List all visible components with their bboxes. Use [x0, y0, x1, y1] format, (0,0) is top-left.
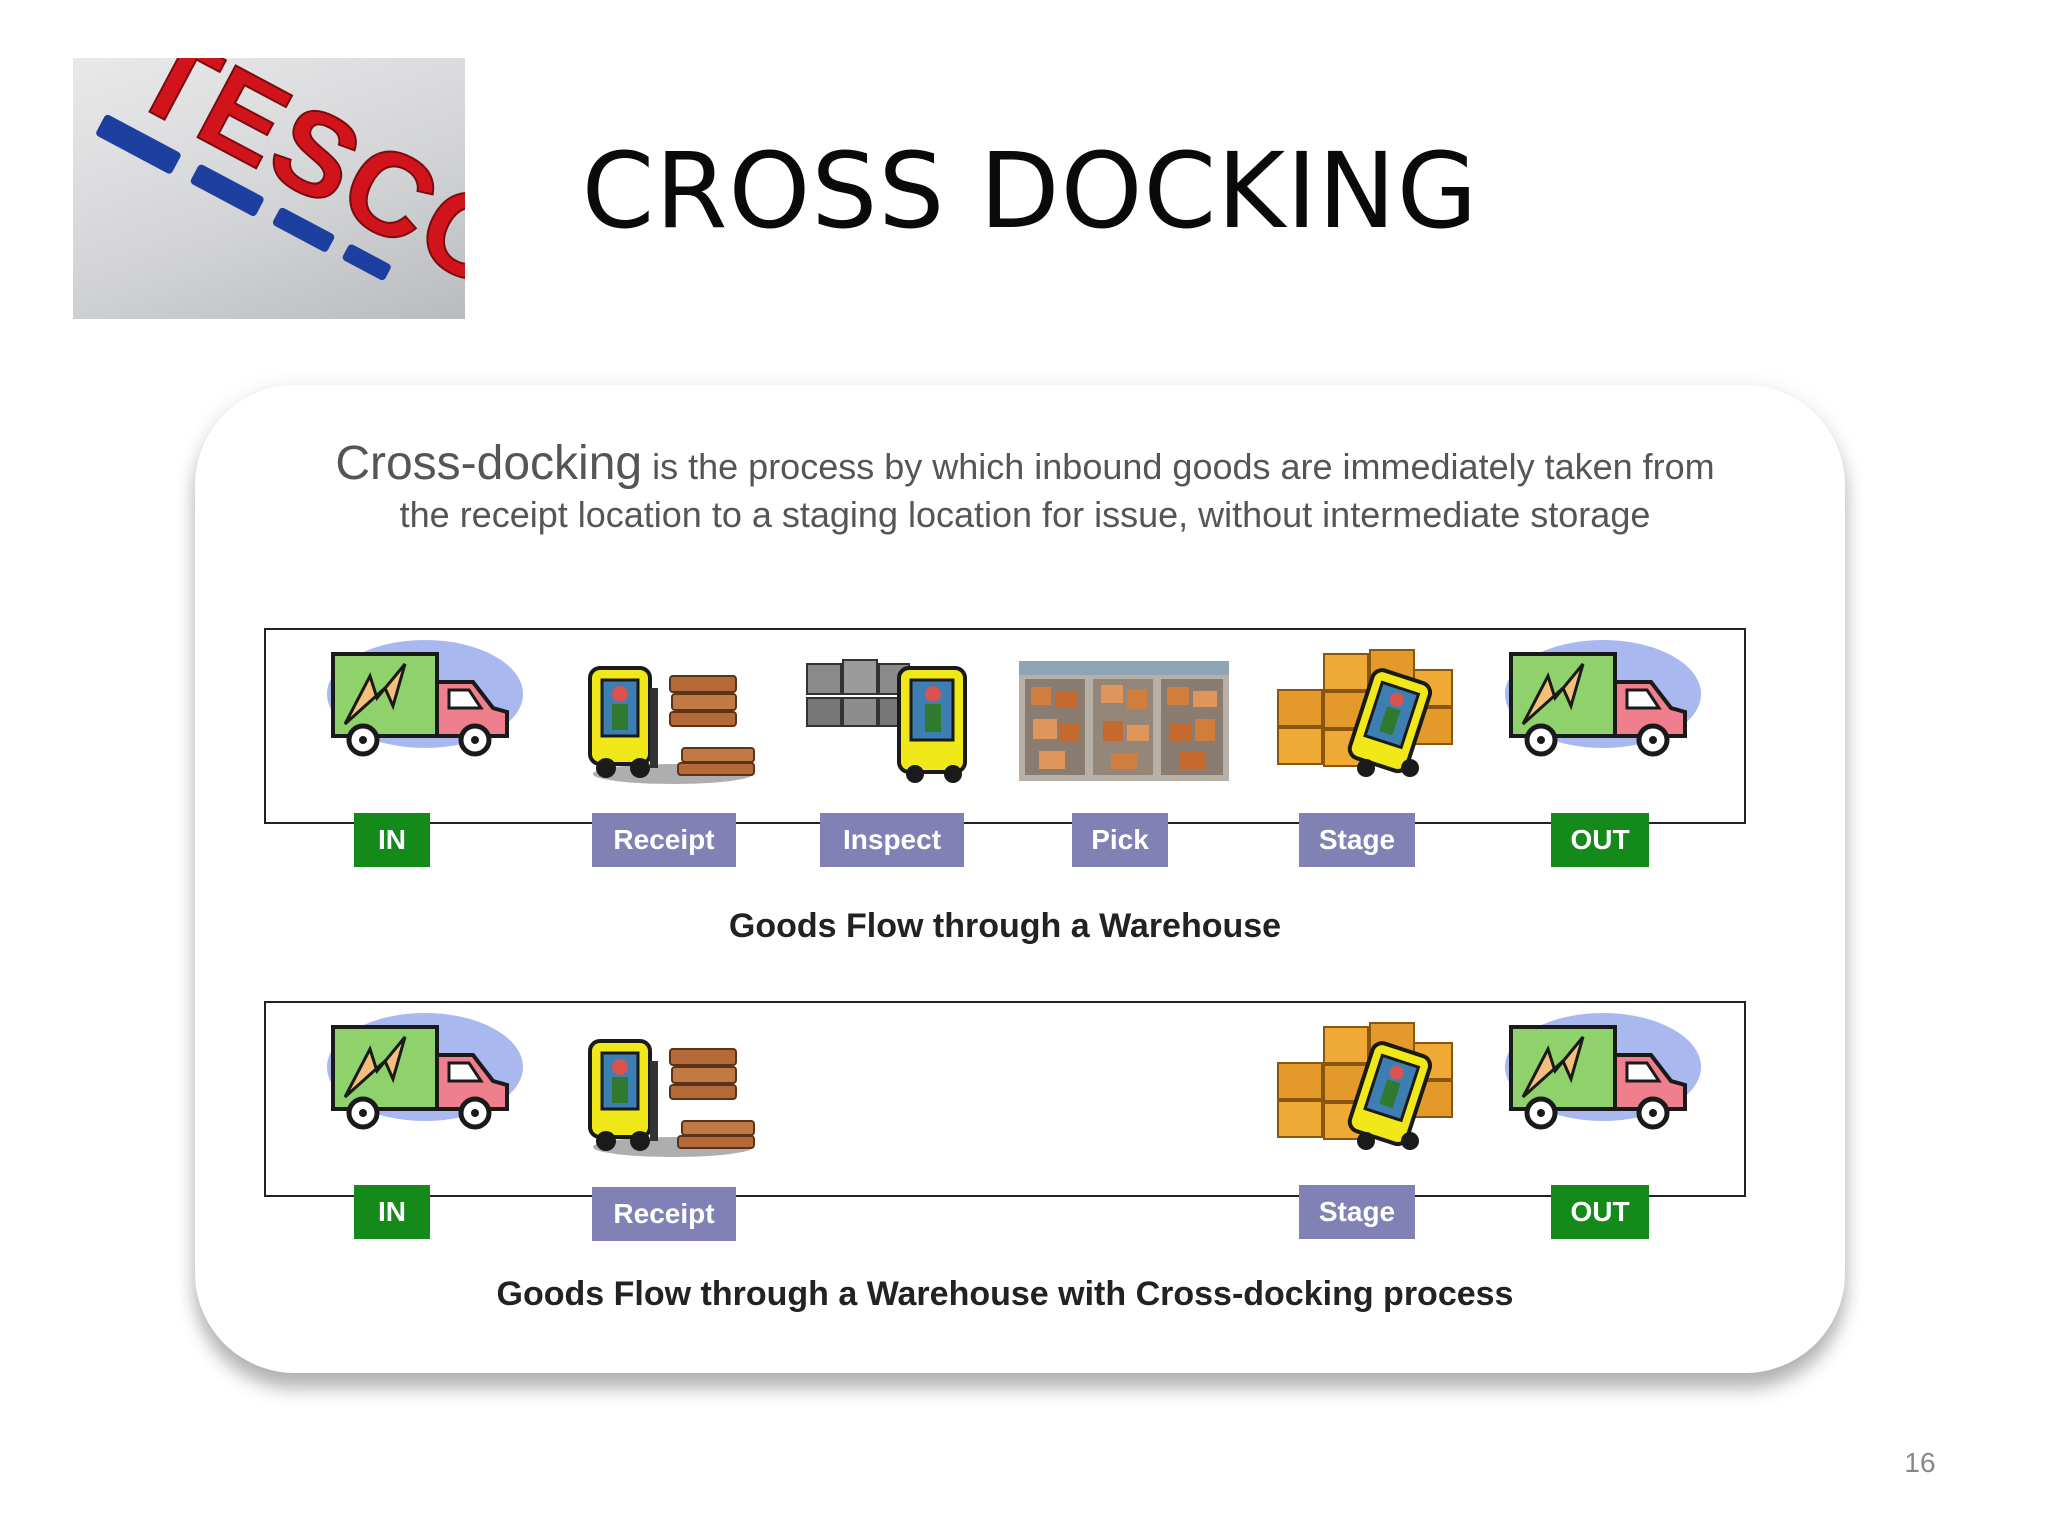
- slide-title: CROSS DOCKING: [581, 130, 1479, 252]
- tesco-logo: TESCO: [73, 58, 465, 319]
- step-out-tag: OUT: [1551, 813, 1649, 867]
- truck-out-icon: [1493, 636, 1703, 766]
- step-in-tag: IN: [354, 813, 430, 867]
- step-pick-tag: Pick: [1072, 813, 1168, 867]
- truck-in-icon: [315, 636, 525, 766]
- definition-term: Cross-docking: [335, 437, 643, 490]
- forklift-receipt-icon: [578, 648, 768, 788]
- svg-text:TESCO: TESCO: [113, 58, 465, 317]
- crossdock-flow-box: [264, 1001, 1746, 1197]
- step-receipt-tag: Receipt: [592, 1187, 736, 1241]
- step-stage-tag: Stage: [1299, 1185, 1415, 1239]
- shelves-pick-icon: [1019, 661, 1229, 781]
- step-receipt-tag: Receipt: [592, 813, 736, 867]
- boxes-forklift-stage-icon: [1268, 1013, 1458, 1153]
- definition-line-1: is the process by which inbound goods ar…: [652, 446, 1715, 487]
- boxes-forklift-stage-icon: [1268, 640, 1458, 780]
- forklift-receipt-icon: [578, 1021, 768, 1161]
- step-in-tag: IN: [354, 1185, 430, 1239]
- tesco-sign-image: TESCO: [96, 58, 465, 318]
- page-number: 16: [1904, 1447, 1936, 1478]
- warehouse-flow-caption: Goods Flow through a Warehouse: [728, 907, 1282, 945]
- warehouse-flow-box: [264, 628, 1746, 824]
- truck-out-icon: [1493, 1009, 1703, 1139]
- inspect-forklift-icon: [803, 646, 983, 786]
- crossdock-flow-caption: Goods Flow through a Warehouse with Cros…: [496, 1275, 1514, 1313]
- definition-text: Cross-docking is the process by which in…: [280, 440, 1770, 539]
- step-stage-tag: Stage: [1299, 813, 1415, 867]
- step-out-tag: OUT: [1551, 1185, 1649, 1239]
- definition-line-2: the receipt location to a staging locati…: [399, 494, 1651, 535]
- step-inspect-tag: Inspect: [820, 813, 964, 867]
- truck-in-icon: [315, 1009, 525, 1139]
